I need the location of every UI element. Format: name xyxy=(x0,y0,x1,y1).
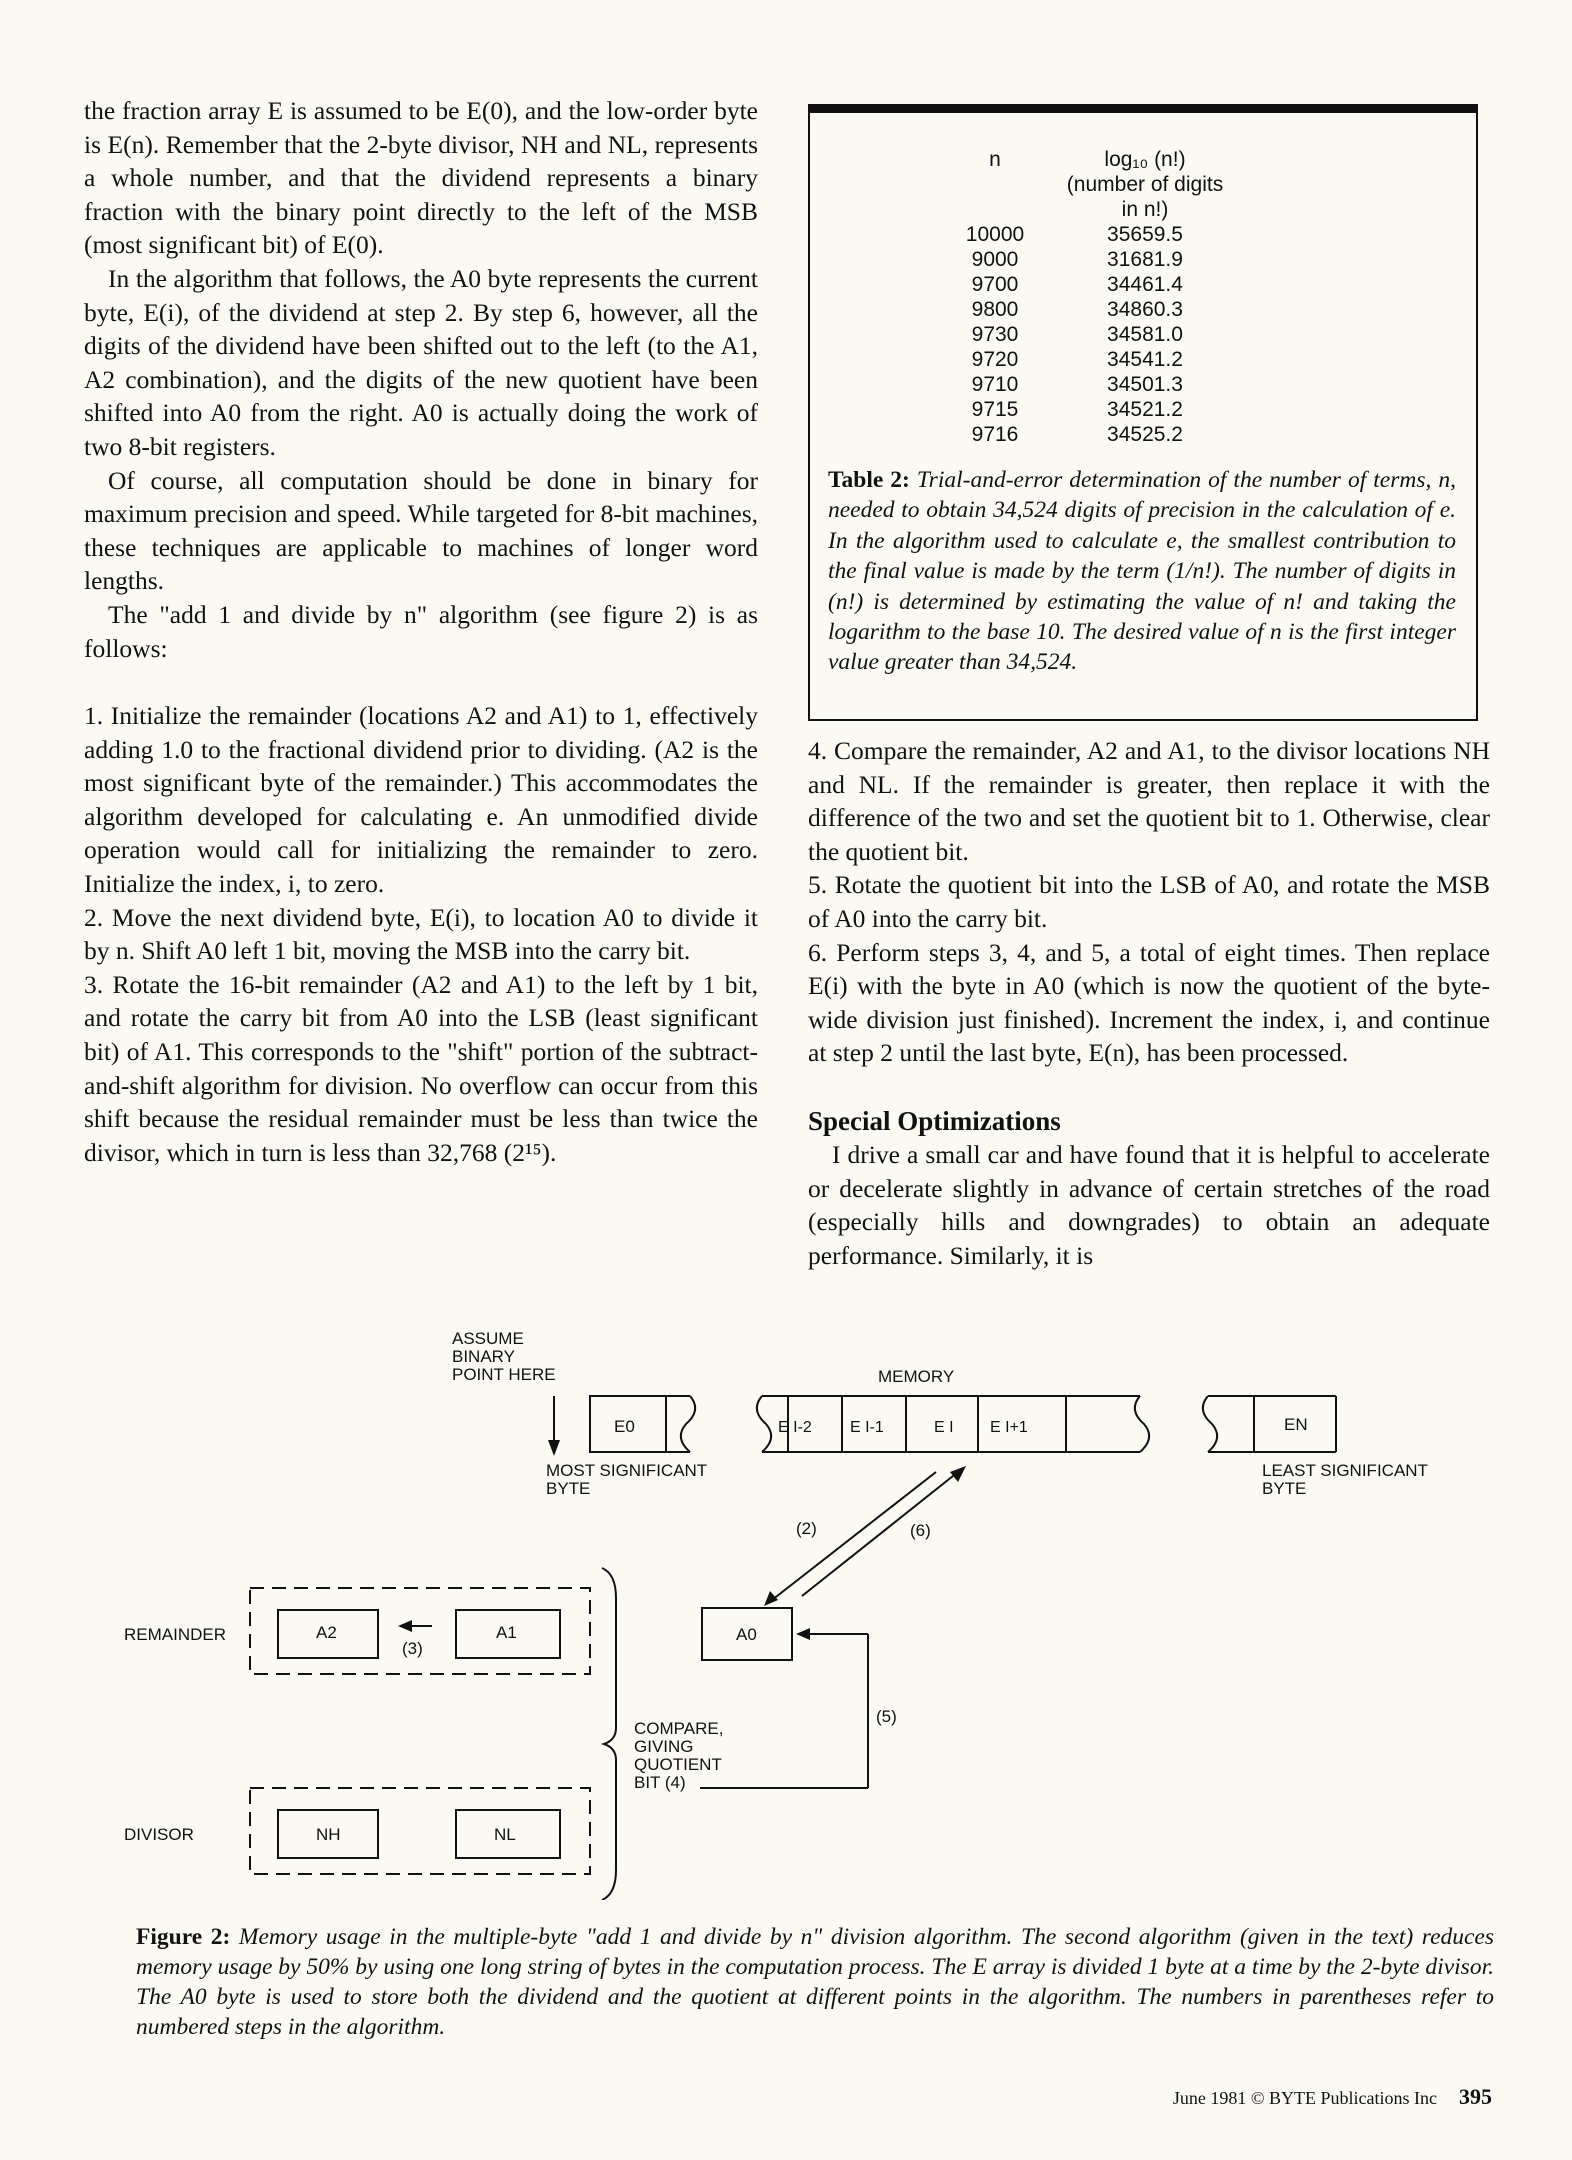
step-5-label: (5) xyxy=(876,1707,897,1726)
table-caption: Table 2: Trial-and-error determination o… xyxy=(828,465,1456,678)
a0-label: A0 xyxy=(736,1625,757,1644)
algorithm-step-1: 1. Initialize the remainder (locations A… xyxy=(84,701,758,899)
ei-plus1-label: E I+1 xyxy=(990,1419,1028,1436)
figure-caption-text: Memory usage in the multiple-byte "add 1… xyxy=(136,1924,1495,2040)
page-number: 395 xyxy=(1459,2084,1492,2109)
e0-label: E0 xyxy=(614,1417,635,1436)
step-6-label: (6) xyxy=(910,1521,931,1540)
table-header-log: log₁₀ (n!) (number of digits in n!) xyxy=(1050,147,1240,222)
assume-label: ASSUME xyxy=(452,1329,524,1348)
divisor-label: DIVISOR xyxy=(124,1825,194,1844)
page-footer: June 1981 © BYTE Publications Inc 395 xyxy=(1173,2084,1492,2110)
nh-label: NH xyxy=(316,1825,341,1844)
e0-cell xyxy=(589,1395,667,1453)
table-cell-n: 9000 xyxy=(971,248,1019,271)
paragraph: The "add 1 and divide by n" algorithm (s… xyxy=(84,599,758,663)
a0-cell xyxy=(701,1607,793,1661)
ei-label: E I xyxy=(934,1419,954,1436)
figure-caption-label: Figure 2: xyxy=(136,1924,231,1950)
table-cell-log: 34581.0 xyxy=(1107,323,1183,346)
compare-label: COMPARE, xyxy=(634,1719,723,1738)
paragraph: In the algorithm that follows, the A0 by… xyxy=(84,263,758,461)
table-cell-n: 9716 xyxy=(971,423,1019,446)
assume-label: BINARY xyxy=(452,1347,515,1366)
a1-cell xyxy=(455,1609,561,1659)
step-3-label: (3) xyxy=(402,1639,423,1658)
table-cell-log: 34860.3 xyxy=(1107,298,1183,321)
table-header-n: n xyxy=(989,148,1001,171)
digits-table: n log₁₀ (n!) (number of digits in n!) 10… xyxy=(940,147,1240,447)
table-cell-n: 9720 xyxy=(971,348,1019,371)
ei-minus2-label: E I-2 xyxy=(778,1419,812,1436)
table-cell-n: 10000 xyxy=(965,223,1025,246)
table-header-log-line: (number of digits xyxy=(1066,173,1224,196)
table-cell-n: 9730 xyxy=(971,323,1019,346)
nl-cell xyxy=(455,1809,561,1859)
assume-label: POINT HERE xyxy=(452,1365,556,1384)
a1-label: A1 xyxy=(496,1623,517,1642)
table-header-log-line: log₁₀ (n!) xyxy=(1104,148,1186,171)
table-row: 10000 35659.5 xyxy=(940,222,1240,247)
table-body: 10000 35659.5 9000 31681.9 9700 34461.4 9800 34… xyxy=(940,222,1240,447)
table-cell-log: 34525.2 xyxy=(1107,423,1183,446)
table-row: 9716 34525.2 xyxy=(940,422,1240,447)
table-cell-n: 9800 xyxy=(971,298,1019,321)
table-row: 9710 34501.3 xyxy=(940,372,1240,397)
table-caption-label: Table 2: xyxy=(828,467,910,493)
table-cell-log: 31681.9 xyxy=(1107,248,1183,271)
table-cell-n: 9715 xyxy=(971,398,1019,421)
a2-label: A2 xyxy=(316,1623,337,1642)
table-row: 9800 34860.3 xyxy=(940,297,1240,322)
table-cell-log: 34501.3 xyxy=(1107,373,1183,396)
a2-cell xyxy=(277,1609,379,1659)
nh-cell xyxy=(277,1809,379,1859)
table-caption-text: Trial-and-error determination of the num… xyxy=(828,467,1456,676)
msb-label: BYTE xyxy=(546,1479,590,1498)
algorithm-step-3: 3. Rotate the 16-bit remainder (A2 and A… xyxy=(84,969,758,1167)
table-row: 9715 34521.2 xyxy=(940,397,1240,422)
paragraph: I drive a small car and have found that … xyxy=(808,1139,1490,1270)
table-row: 9720 34541.2 xyxy=(940,347,1240,372)
algorithm-step-2: 2. Move the next dividend byte, E(i), to… xyxy=(84,902,758,966)
table-row: 9700 34461.4 xyxy=(940,272,1240,297)
table-cell-n: 9700 xyxy=(971,273,1019,296)
table-cell-log: 35659.5 xyxy=(1107,223,1183,246)
left-text-column: the fraction array E is assumed to be E(… xyxy=(84,94,758,1169)
compare-label: GIVING xyxy=(634,1737,694,1756)
figure-2-diagram: ASSUME BINARY POINT HERE MEMORY E0 E I-2… xyxy=(124,1329,1428,1900)
paragraph: the fraction array E is assumed to be E(… xyxy=(84,96,758,260)
table-cell-log: 34541.2 xyxy=(1107,348,1183,371)
issue-credit: June 1981 © BYTE Publications Inc xyxy=(1172,2088,1437,2108)
memory-label: MEMORY xyxy=(878,1367,954,1386)
remainder-label: REMAINDER xyxy=(124,1625,226,1644)
table-header-log-line: in n!) xyxy=(1121,198,1169,221)
compare-label: BIT (4) xyxy=(634,1773,686,1792)
msb-label: MOST SIGNIFICANT xyxy=(546,1461,707,1480)
algorithm-step-6: 6. Perform steps 3, 4, and 5, a total of… xyxy=(808,937,1490,1068)
figure-caption: Figure 2: Memory usage in the multiple-b… xyxy=(136,1922,1494,2042)
algorithm-step-5: 5. Rotate the quotient bit into the LSB … xyxy=(808,870,1490,933)
lsb-label: LEAST SIGNIFICANT xyxy=(1262,1461,1428,1480)
lsb-label: BYTE xyxy=(1262,1479,1306,1498)
table-cell-log: 34461.4 xyxy=(1107,273,1183,296)
paragraph: Of course, all computation should be don… xyxy=(84,465,758,596)
algorithm-step-4: 4. Compare the remainder, A2 and A1, to … xyxy=(808,736,1490,866)
section-heading: Special Optimizations xyxy=(808,1105,1061,1136)
table-cell-n: 9710 xyxy=(971,373,1019,396)
table-header-row: n log₁₀ (n!) (number of digits in n!) xyxy=(940,147,1240,222)
right-text-column: 4. Compare the remainder, A2 and A1, to … xyxy=(808,734,1490,1272)
table-cell-log: 34521.2 xyxy=(1107,398,1183,421)
ei-minus1-label: E I-1 xyxy=(850,1419,884,1436)
en-label: EN xyxy=(1284,1415,1308,1434)
step-2-label: (2) xyxy=(796,1519,817,1538)
nl-label: NL xyxy=(494,1825,516,1844)
table-2-box: n log₁₀ (n!) (number of digits in n!) 10… xyxy=(808,104,1478,721)
compare-label: QUOTIENT xyxy=(634,1755,722,1774)
table-row: 9000 31681.9 xyxy=(940,247,1240,272)
table-row: 9730 34581.0 xyxy=(940,322,1240,347)
